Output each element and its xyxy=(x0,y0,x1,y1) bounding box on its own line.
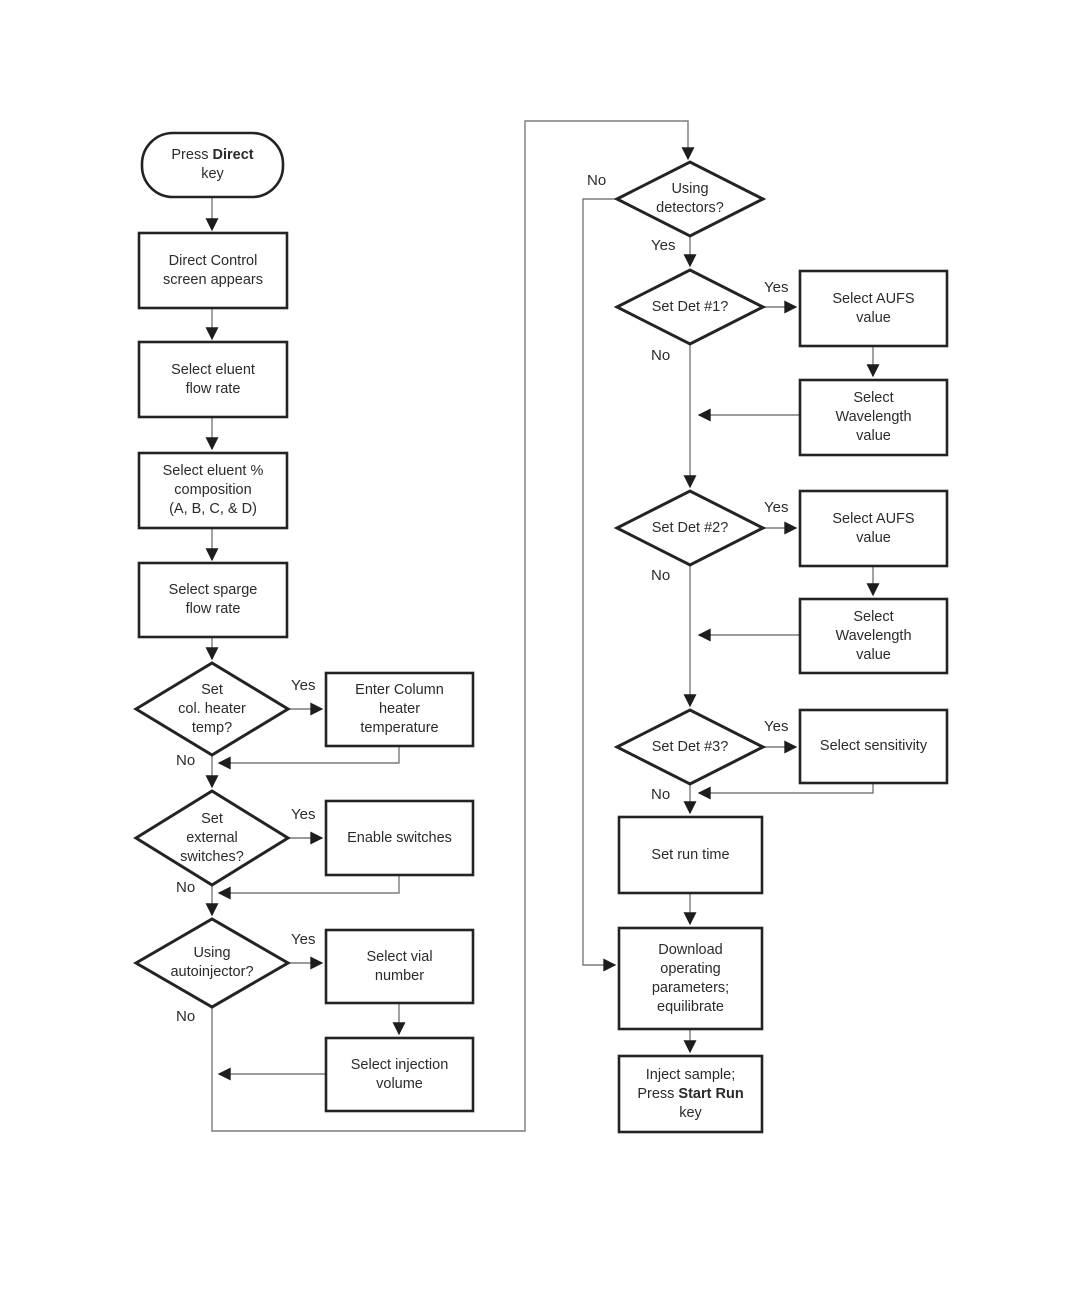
node-select-aufs-value-1: Select AUFS value xyxy=(832,290,915,326)
label-autoinjector-no: No xyxy=(176,1008,196,1025)
label-colheater-no: No xyxy=(176,752,196,769)
label-extswitch-no: No xyxy=(176,879,196,896)
node-set-det3: Set Det #3? xyxy=(651,738,729,755)
edge-colheater-return xyxy=(217,746,400,770)
shape-inject-sample xyxy=(617,1054,764,1134)
label-det1-no: No xyxy=(651,347,671,364)
label-detectors-no: No xyxy=(587,172,607,189)
node-download-operating-parameters: Download operating parameters; equilibra… xyxy=(651,941,730,1015)
shape-set-det3-decision xyxy=(613,708,767,786)
node-select-wavelength-value-2: Select Wavelength value xyxy=(835,608,912,663)
node-select-vial-number: Select vial number xyxy=(366,948,433,984)
shape-set-run-time xyxy=(617,815,764,895)
shape-set-ext-switches-decision xyxy=(133,789,291,887)
label-autoinjector-yes: Yes xyxy=(291,931,316,948)
node-set-det2: Set Det #2? xyxy=(651,519,729,536)
shape-press-direct-terminator xyxy=(140,131,285,199)
shape-select-inj-volume xyxy=(324,1036,475,1113)
label-det2-no: No xyxy=(651,567,671,584)
shape-download-params xyxy=(617,926,764,1031)
shape-using-autoinjector-decision xyxy=(133,917,291,1009)
shape-using-detectors-decision xyxy=(613,160,767,238)
edge-enableswitches-return xyxy=(217,875,400,900)
shape-eluent-composition xyxy=(137,451,289,530)
shape-eluent-flow xyxy=(137,340,289,419)
shape-select-vial xyxy=(324,928,475,1005)
node-inject-sample-bold: Start Run xyxy=(678,1085,744,1102)
label-extswitch-yes: Yes xyxy=(291,806,316,823)
label-det1-yes: Yes xyxy=(764,279,789,296)
shape-direct-control xyxy=(137,231,289,310)
shape-select-wavelength-1 xyxy=(798,378,949,457)
node-inject-sample-start-run: Inject sample; Press Start Run key xyxy=(619,1056,762,1132)
shape-set-col-heater-decision xyxy=(133,661,291,757)
node-press-direct-bold: Direct xyxy=(212,147,254,163)
label-detectors-yes: Yes xyxy=(651,237,676,254)
node-set-det1: Set Det #1? xyxy=(651,298,729,315)
shape-select-aufs-1 xyxy=(798,269,949,348)
node-inject-sample-text2: key xyxy=(679,1104,702,1121)
shape-enter-col-heater xyxy=(324,671,475,748)
shape-select-wavelength-2 xyxy=(798,597,949,675)
shape-enable-switches xyxy=(324,799,475,877)
edge-sensitivity-return xyxy=(697,783,874,800)
node-using-detectors: Using detectors? xyxy=(656,181,724,216)
node-inject-sample-text: Inject sample; Press xyxy=(637,1066,736,1102)
node-select-aufs-value-2: Select AUFS value xyxy=(832,510,915,546)
node-select-sparge-flow-rate: Select sparge flow rate xyxy=(168,582,258,617)
shape-set-det1-decision xyxy=(613,268,767,346)
flow-shapes xyxy=(133,131,949,1134)
node-press-direct-text: Press xyxy=(171,147,213,163)
edge-detectors-no-to-download xyxy=(582,198,617,972)
shape-select-sensitivity xyxy=(798,708,949,785)
node-press-direct-text2: key xyxy=(201,166,224,182)
label-det3-no: No xyxy=(651,786,671,803)
node-press-direct-key: Press Direct key xyxy=(142,133,283,197)
node-set-col-heater-temp: Set col. heater temp? xyxy=(178,681,246,736)
node-select-wavelength-value-1: Select Wavelength value xyxy=(835,390,912,444)
node-select-injection-volume: Select injection volume xyxy=(350,1056,449,1092)
node-select-sensitivity: Select sensitivity xyxy=(819,738,928,754)
shape-set-det2-decision xyxy=(613,489,767,567)
shape-sparge-flow xyxy=(137,561,289,639)
node-select-eluent-flow-rate: Select eluent flow rate xyxy=(171,361,255,397)
node-direct-control-screen: Direct Control screen appears xyxy=(163,252,263,288)
label-det3-yes: Yes xyxy=(764,718,789,735)
node-using-autoinjector: Using autoinjector? xyxy=(170,945,254,980)
node-set-run-time: Set run time xyxy=(651,846,730,863)
node-select-eluent-composition: Select eluent % composition (A, B, C, & … xyxy=(162,463,264,517)
node-set-external-switches: Set external switches? xyxy=(180,810,244,865)
flow-connectors xyxy=(205,120,880,1132)
edge-left-column-to-detectors xyxy=(211,120,695,1132)
shape-select-aufs-2 xyxy=(798,489,949,568)
node-enter-column-heater-temperature: Enter Column heater temperature xyxy=(355,682,444,736)
node-enable-switches: Enable switches xyxy=(347,829,452,846)
label-det2-yes: Yes xyxy=(764,499,789,516)
label-colheater-yes: Yes xyxy=(291,677,316,694)
